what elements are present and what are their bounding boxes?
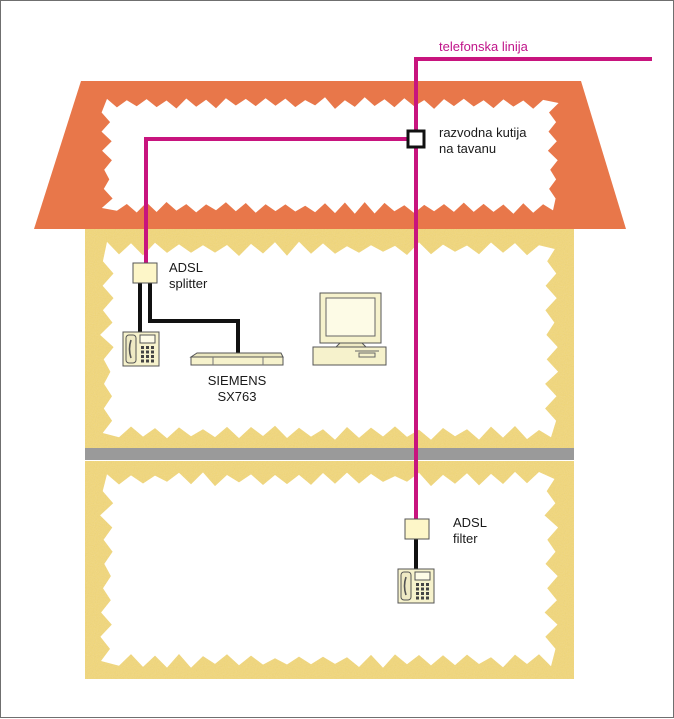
modem-label: SIEMENS SX763	[196, 373, 278, 405]
splitter-label-line: splitter	[169, 276, 208, 291]
splitter-box-icon	[132, 262, 158, 284]
filter-label-line: filter	[453, 531, 478, 546]
filter-label-line: ADSL	[453, 515, 487, 530]
phone-icon	[397, 568, 435, 604]
junction-box-label-line: razvodna kutija	[439, 125, 527, 140]
filter-box-icon	[404, 518, 430, 540]
attic-space	[101, 97, 559, 214]
splitter-to-modem-cable	[148, 283, 240, 357]
floor-divider	[85, 448, 574, 460]
lower-floor-room	[100, 471, 559, 668]
junction-box-icon	[406, 129, 426, 149]
splitter-label: ADSL splitter	[169, 260, 207, 292]
modem-icon	[189, 352, 284, 366]
incoming-phone-line	[414, 57, 652, 519]
attic-phone-line	[144, 137, 416, 263]
phone-line-label: telefonska linija	[439, 39, 528, 54]
computer-icon	[312, 292, 387, 366]
modem-label-line: SX763	[217, 389, 257, 404]
filter-label: ADSL filter	[453, 515, 487, 547]
splitter-label-line: ADSL	[169, 260, 203, 275]
phone-icon	[122, 331, 160, 367]
junction-box-label: razvodna kutija na tavanu	[439, 125, 526, 157]
modem-label-line: SIEMENS	[207, 373, 267, 388]
junction-box-label-line: na tavanu	[439, 141, 497, 156]
